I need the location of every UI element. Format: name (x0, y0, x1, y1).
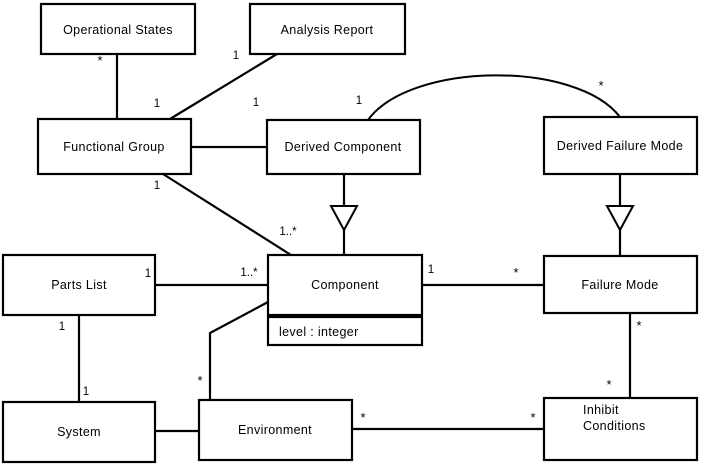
multiplicity-parts-list-to-component-right: 1..* (240, 267, 258, 279)
class-label-analysis-report: Analysis Report (281, 23, 374, 37)
class-rect-environment[interactable] (197, 398, 354, 462)
class-rect-parts-list[interactable] (1, 253, 157, 317)
class-rect-derived-failure-mode[interactable] (542, 115, 699, 176)
class-rect-system[interactable] (1, 400, 157, 464)
class-rect-analysis-report[interactable] (248, 2, 407, 56)
multiplicity-environment-to-inhibit-left: * (360, 410, 365, 425)
class-label-failure-mode: Failure Mode (581, 278, 658, 292)
class-label-parts-list: Parts List (51, 278, 107, 292)
class-attribute-component-level: level : integer (279, 325, 359, 339)
class-rect-failure-mode[interactable] (542, 254, 699, 315)
multiplicity-environment-to-component: * (197, 373, 202, 388)
class-box-derived-component[interactable]: Derived Component (265, 118, 422, 176)
class-rect-derived-component[interactable] (265, 118, 422, 176)
class-rect-component[interactable] (266, 253, 424, 317)
class-label-inhibit-conditions-line2: Conditions (583, 419, 646, 433)
class-rect-functional-group[interactable] (36, 117, 193, 176)
multiplicity-functional-group-to-derived-component: 1 (253, 97, 259, 109)
multiplicity-derived-failure-mode-arc-end: * (598, 78, 603, 93)
multiplicity-component-to-failure-mode-right: * (513, 265, 518, 280)
class-rect-inhibit-conditions[interactable] (542, 396, 699, 462)
multiplicity-failure-mode-to-inhibit-bottom: * (606, 377, 611, 392)
association-environment-component[interactable] (208, 301, 269, 400)
multiplicity-functional-group-to-component-near-fg: 1 (154, 180, 160, 192)
multiplicity-functional-group-to-analysis-report: 1 (154, 98, 160, 110)
multiplicity-component-to-failure-mode-left: 1 (428, 264, 434, 276)
class-attributes-compartment-component[interactable] (266, 315, 424, 347)
multiplicity-parts-list-to-system-top: 1 (59, 321, 65, 333)
class-label-derived-failure-mode: Derived Failure Mode (557, 139, 684, 153)
class-label-derived-component: Derived Component (284, 140, 401, 154)
class-box-parts-list[interactable]: Parts List (1, 253, 157, 317)
class-box-functional-group[interactable]: Functional Group (36, 117, 193, 176)
class-box-system[interactable]: System (1, 400, 157, 464)
class-label-inhibit-conditions-line1: Inhibit (583, 403, 619, 417)
multiplicity-operational-states-to-functional-group: * (97, 53, 102, 68)
class-box-inhibit-conditions[interactable]: Inhibit Conditions (542, 396, 699, 462)
association-derived-component-derived-failure-mode[interactable] (367, 74, 621, 121)
class-box-component[interactable]: Component level : integer (266, 253, 424, 347)
multiplicity-environment-to-inhibit-right: * (530, 410, 535, 425)
generalization-triangle-icon-failure-mode (605, 205, 635, 233)
class-box-operational-states[interactable]: Operational States (39, 2, 197, 56)
class-label-system: System (57, 425, 101, 439)
association-analysis-report-functional-group[interactable] (169, 53, 278, 120)
class-box-failure-mode[interactable]: Failure Mode (542, 254, 699, 315)
multiplicity-parts-list-to-system-bottom: 1 (83, 386, 89, 398)
multiplicity-functional-group-to-component-near-component: 1..* (279, 226, 297, 238)
class-box-analysis-report[interactable]: Analysis Report (248, 2, 407, 56)
multiplicity-analysis-report-end: 1 (233, 50, 239, 62)
class-rect-operational-states[interactable] (39, 2, 197, 56)
multiplicity-failure-mode-to-inhibit-top: * (636, 318, 641, 333)
class-label-environment: Environment (238, 423, 312, 437)
class-box-derived-failure-mode[interactable]: Derived Failure Mode (542, 115, 699, 176)
generalization-triangle-icon-component (329, 205, 359, 233)
class-label-component: Component (311, 278, 379, 292)
multiplicity-derived-component-arc-end: 1 (356, 95, 362, 107)
association-functional-group-component[interactable] (162, 173, 292, 256)
class-label-functional-group: Functional Group (63, 140, 165, 154)
multiplicity-parts-list-to-component-left: 1 (145, 268, 151, 280)
class-box-environment[interactable]: Environment (197, 398, 354, 462)
class-label-operational-states: Operational States (63, 23, 173, 37)
